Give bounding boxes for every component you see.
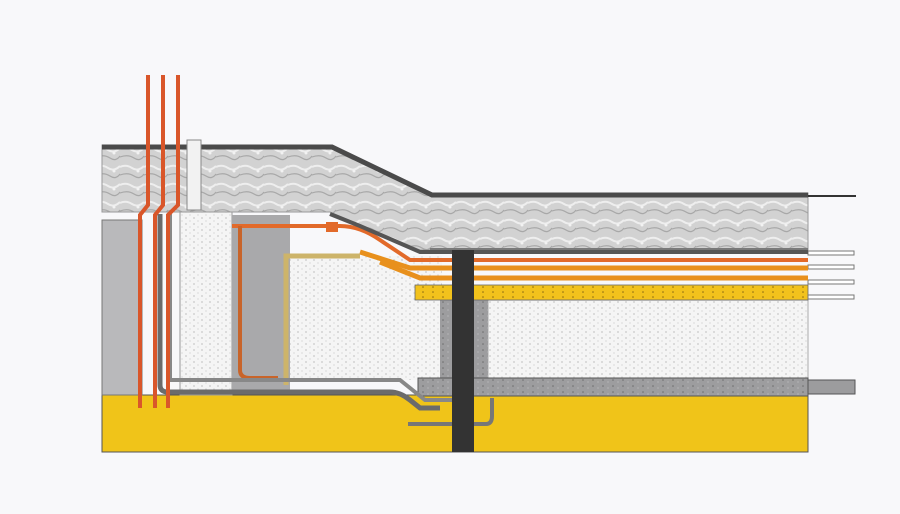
screed-extension [807,379,856,395]
gray-pipe [408,398,494,426]
slab-top-outline [102,144,808,198]
gray-pipe [157,214,440,411]
pipe-stub [807,250,855,256]
vent-pipe [186,139,202,211]
insulation-block-left [179,209,233,396]
left-wall [101,219,143,396]
screed-band [417,377,809,397]
orange-pipe [329,212,808,254]
red-pipe [153,75,165,408]
orange-pipe [359,249,808,271]
insulation-middle [290,256,442,380]
tan-pipe [283,253,360,385]
pipe-stub [807,264,855,270]
pipe-fitting [326,222,338,232]
red-pipe [138,75,150,408]
pipe-stub [807,294,855,300]
insulation-right [487,299,809,379]
black-vertical-pipe [452,250,474,452]
orange-pipe [232,224,808,262]
pipe-stub [807,279,855,285]
orange-pipe [379,259,808,281]
red-pipe [166,75,180,408]
yellow-membrane-layer [414,284,809,301]
